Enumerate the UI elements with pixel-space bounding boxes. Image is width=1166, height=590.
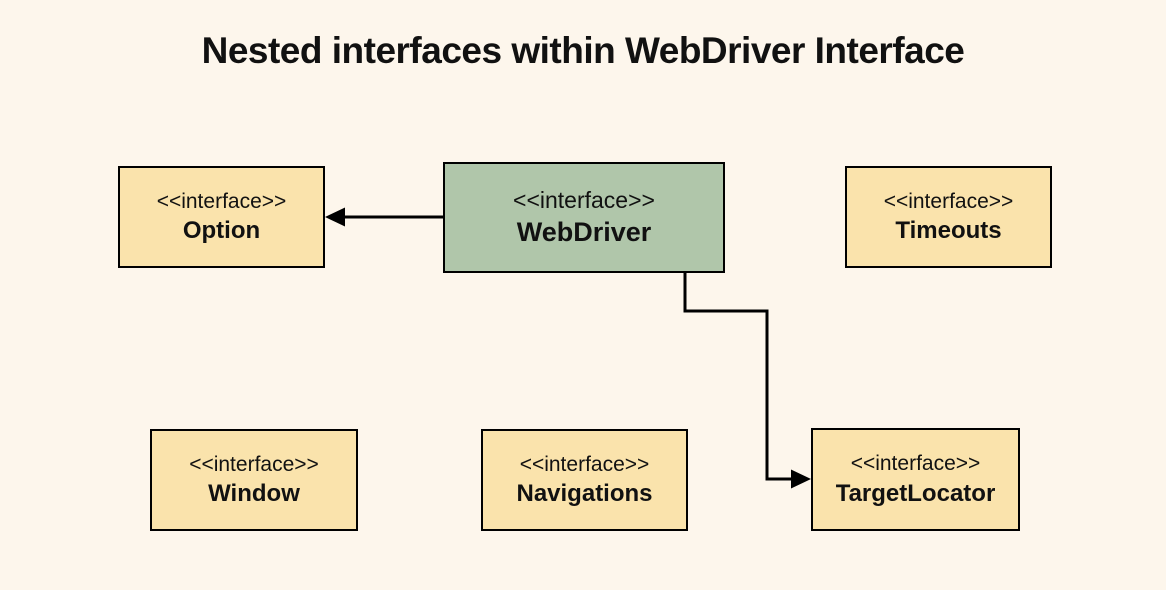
node-targetlocator: <<interface>> TargetLocator bbox=[811, 428, 1020, 531]
node-name: Timeouts bbox=[895, 217, 1002, 245]
node-stereotype: <<interface>> bbox=[883, 189, 1014, 213]
diagram-title: Nested interfaces within WebDriver Inter… bbox=[201, 30, 965, 71]
node-option: <<interface>> Option bbox=[118, 166, 325, 268]
node-stereotype: <<interface>> bbox=[156, 189, 287, 213]
node-navigations: <<interface>> Navigations bbox=[481, 429, 688, 531]
node-name: TargetLocator bbox=[835, 479, 996, 507]
node-stereotype: <<interface>> bbox=[513, 187, 655, 214]
node-stereotype: <<interface>> bbox=[189, 452, 319, 476]
node-name: Window bbox=[208, 480, 300, 508]
node-timeouts: <<interface>> Timeouts bbox=[845, 166, 1052, 268]
node-stereotype: <<interface>> bbox=[850, 452, 981, 476]
node-name: Navigations bbox=[516, 480, 653, 508]
arrow-webdriver-to-option bbox=[325, 207, 443, 227]
node-name: Option bbox=[182, 217, 261, 245]
node-webdriver: <<interface>> WebDriver bbox=[443, 162, 725, 273]
arrow-webdriver-to-targetlocator bbox=[683, 273, 811, 489]
node-window: <<interface>> Window bbox=[150, 429, 358, 531]
node-name: WebDriver bbox=[516, 217, 652, 248]
node-stereotype: <<interface>> bbox=[519, 452, 650, 476]
